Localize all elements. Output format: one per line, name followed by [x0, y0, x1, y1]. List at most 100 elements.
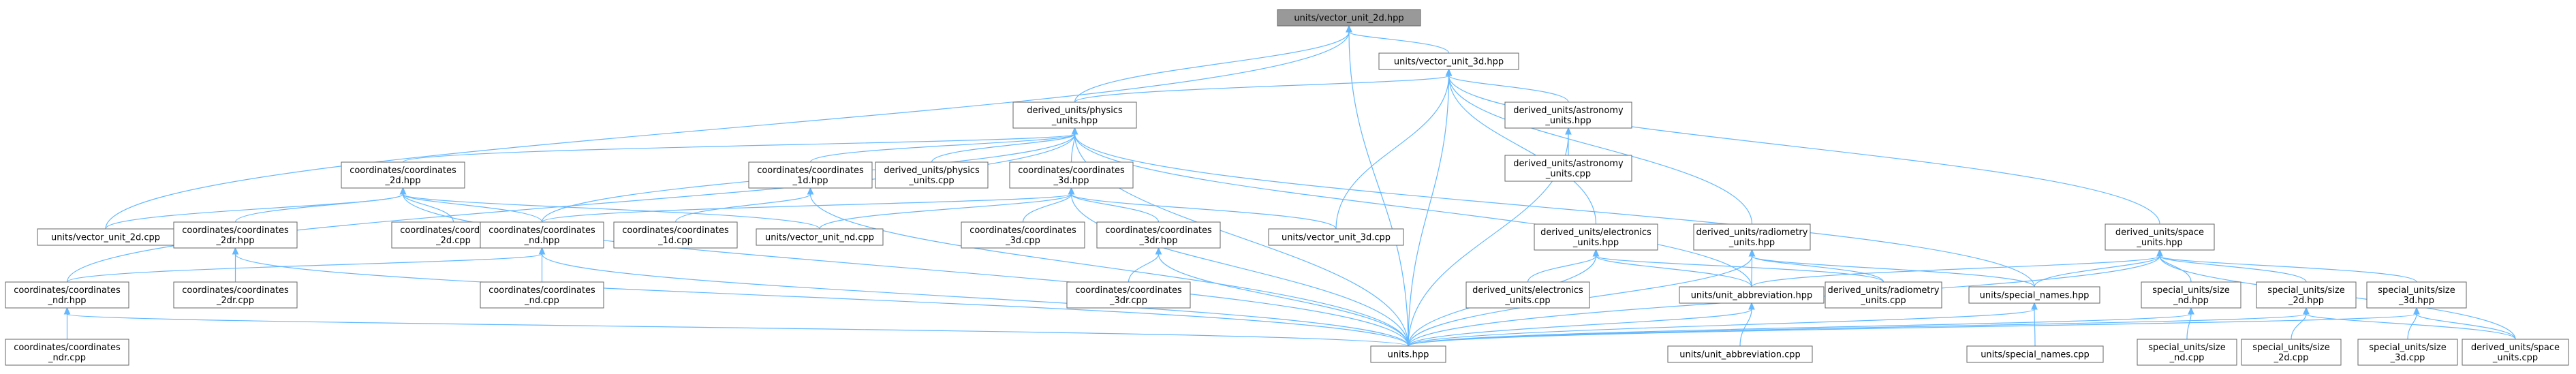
- graph-node-coordinates-coordinates-2dr-cpp[interactable]: coordinates/coordinates_2dr.cpp: [173, 281, 298, 309]
- node-box: [2105, 223, 2215, 251]
- graph-node-coordinates-coordinates-3d-cpp[interactable]: coordinates/coordinates_3d.cpp: [961, 221, 1085, 249]
- node-label: _2d.cpp: [435, 236, 471, 246]
- node-box: [1667, 345, 1813, 363]
- edge-c2d-c2dcpp: [399, 187, 454, 223]
- edge-cnd-units: [538, 247, 1409, 347]
- graph-node-special-units-size-nd-hpp[interactable]: special_units/size_nd.hpp: [2141, 281, 2241, 309]
- graph-node-derived-units-space-units-cpp[interactable]: derived_units/space_units.cpp: [2462, 339, 2569, 366]
- node-box: [1370, 345, 1446, 363]
- graph-node-coordinates-coordinates-1d-hpp[interactable]: coordinates/coordinates_1d.hpp: [748, 161, 873, 189]
- node-label: special_units/size: [2148, 343, 2225, 353]
- edge-v3-astro: [1445, 68, 1569, 103]
- node-label: coordinates/coordinates: [1105, 225, 1212, 236]
- graph-node-units-vector-unit-2d-hpp[interactable]: units/vector_unit_2d.hpp: [1277, 9, 1421, 27]
- node-label: _1d.hpp: [792, 176, 828, 186]
- edge-sz3d-units: [1408, 307, 2420, 347]
- node-box: [2256, 281, 2357, 309]
- node-box: [1277, 9, 1421, 27]
- node-box: [1465, 281, 1590, 309]
- node-label: _units.hpp: [2136, 238, 2182, 248]
- node-box: [480, 281, 604, 309]
- node-label: units/vector_unit_3d.cpp: [1282, 233, 1391, 243]
- graph-node-special-units-size-nd-cpp[interactable]: special_units/size_nd.cpp: [2137, 339, 2237, 366]
- node-label: _2d.hpp: [2288, 296, 2324, 306]
- graph-node-derived-units-physics-units-hpp[interactable]: derived_units/physics_units.hpp: [1012, 102, 1137, 129]
- graph-node-coordinates-coordinates-3d-hpp[interactable]: coordinates/coordinates_3d.hpp: [1009, 161, 1134, 189]
- graph-node-derived-units-radiometry-units-hpp[interactable]: derived_units/radiometry_units.hpp: [1693, 223, 1811, 251]
- edge-space-sz3d: [2156, 249, 2417, 283]
- node-box: [1693, 223, 1811, 251]
- node-box: [1009, 161, 1134, 189]
- edge-physics-cndr: [66, 127, 1078, 283]
- node-label: _3d.cpp: [1005, 236, 1040, 246]
- node-label: _units.hpp: [1728, 238, 1775, 248]
- edge-sz2d-spacecpp: [2303, 307, 2516, 340]
- graph-node-units-unit-abbreviation-cpp[interactable]: units/unit_abbreviation.cpp: [1667, 345, 1813, 363]
- graph-node-derived-units-physics-units-cpp[interactable]: derived_units/physics_units.cpp: [875, 161, 989, 189]
- edge-v3-physics: [1074, 68, 1453, 103]
- edge-physics-special: [1071, 127, 2035, 287]
- graph-node-units-vector-unit-nd-cpp[interactable]: units/vector_unit_nd.cpp: [756, 228, 884, 246]
- graph-node-derived-units-electronics-units-hpp[interactable]: derived_units/electronics_units.hpp: [1534, 223, 1658, 251]
- node-label: _3dr.hpp: [1138, 236, 1177, 246]
- node-label: _2dr.cpp: [216, 296, 254, 306]
- graph-node-units-hpp[interactable]: units.hpp: [1370, 345, 1446, 363]
- graph-node-coordinates-coordinates-ndr-hpp[interactable]: coordinates/coordinates_ndr.hpp: [5, 281, 129, 309]
- graph-node-derived-units-electronics-units-cpp[interactable]: derived_units/electronics_units.cpp: [1465, 281, 1590, 309]
- graph-node-units-unit-abbreviation-hpp[interactable]: units/unit_abbreviation.hpp: [1679, 286, 1825, 304]
- graph-node-units-vector-unit-3d-cpp[interactable]: units/vector_unit_3d.cpp: [1268, 228, 1404, 246]
- node-box: [1679, 286, 1825, 304]
- node-box: [2357, 339, 2458, 366]
- graph-node-derived-units-astronomy-units-cpp[interactable]: derived_units/astronomy_units.cpp: [1504, 155, 1632, 182]
- graph-node-derived-units-radiometry-units-cpp[interactable]: derived_units/radiometry_units.cpp: [1825, 281, 1942, 309]
- graph-node-coordinates-coordinates-3dr-cpp[interactable]: coordinates/coordinates_3dr.cpp: [1066, 281, 1191, 309]
- graph-node-coordinates-coordinates-nd-cpp[interactable]: coordinates/coordinates_nd.cpp: [480, 281, 604, 309]
- node-box: [1966, 345, 2104, 363]
- edge-c2dr-units: [232, 247, 1409, 347]
- graph-node-coordinates-coordinates-nd-hpp[interactable]: coordinates/coordinates_nd.hpp: [480, 221, 604, 249]
- edge-root-v2dcpp: [105, 25, 1352, 230]
- node-box: [961, 221, 1085, 249]
- graph-node-coordinates-coordinates-2dr-hpp[interactable]: coordinates/coordinates_2dr.hpp: [173, 221, 298, 249]
- node-label: _units.cpp: [1504, 296, 1550, 306]
- graph-node-coordinates-coordinates-1d-cpp[interactable]: coordinates/coordinates_1d.cpp: [613, 221, 738, 249]
- graph-nodes: units/vector_unit_2d.hpp units/vector_uni…: [5, 9, 2569, 366]
- graph-node-special-units-size-3d-hpp[interactable]: special_units/size_3d.hpp: [2366, 281, 2467, 309]
- graph-node-coordinates-coordinates-ndr-cpp[interactable]: coordinates/coordinates_ndr.cpp: [5, 339, 129, 366]
- graph-node-special-units-size-2d-cpp[interactable]: special_units/size_2d.cpp: [2241, 339, 2342, 366]
- graph-node-special-units-size-3d-cpp[interactable]: special_units/size_3d.cpp: [2357, 339, 2458, 366]
- node-label: _2d.cpp: [2274, 353, 2309, 363]
- edge-v3-units: [1408, 68, 1453, 347]
- graph-node-coordinates-coordinates-2d-hpp[interactable]: coordinates/coordinates_2d.hpp: [341, 161, 465, 189]
- node-box: [613, 221, 738, 249]
- node-label: _units.cpp: [1860, 296, 1906, 306]
- edge-sz2d-units: [1408, 307, 2310, 347]
- node-label: _nd.hpp: [2173, 296, 2209, 306]
- node-label: _2dr.hpp: [215, 236, 254, 246]
- node-label: coordinates/coordinates: [969, 225, 1076, 236]
- graph-node-units-special-names-cpp[interactable]: units/special_names.cpp: [1966, 345, 2104, 363]
- node-box: [5, 339, 129, 366]
- node-label: units.hpp: [1388, 350, 1429, 360]
- graph-node-units-vector-unit-2d-cpp[interactable]: units/vector_unit_2d.cpp: [37, 228, 174, 246]
- node-label: special_units/size: [2152, 285, 2229, 296]
- node-box: [756, 228, 884, 246]
- node-label: _1d.cpp: [657, 236, 693, 246]
- graph-node-units-special-names-hpp[interactable]: units/special_names.hpp: [1968, 286, 2100, 304]
- node-box: [1096, 221, 1221, 249]
- node-box: [173, 281, 298, 309]
- node-label: _ndr.hpp: [47, 296, 86, 306]
- node-label: special_units/size: [2267, 285, 2344, 296]
- node-box: [480, 221, 604, 249]
- graph-node-units-vector-unit-3d-hpp[interactable]: units/vector_unit_3d.hpp: [1378, 52, 1519, 70]
- graph-node-derived-units-space-units-hpp[interactable]: derived_units/space_units.hpp: [2105, 223, 2215, 251]
- graph-node-coordinates-coordinates-3dr-hpp[interactable]: coordinates/coordinates_3dr.hpp: [1096, 221, 1221, 249]
- graph-node-special-units-size-2d-hpp[interactable]: special_units/size_2d.hpp: [2256, 281, 2357, 309]
- node-box: [341, 161, 465, 189]
- node-label: _nd.cpp: [524, 296, 559, 306]
- node-label: _ndr.cpp: [48, 353, 86, 363]
- node-box: [1066, 281, 1191, 309]
- graph-node-derived-units-astronomy-units-hpp[interactable]: derived_units/astronomy_units.hpp: [1504, 102, 1632, 129]
- node-label: _units.hpp: [1051, 116, 1098, 126]
